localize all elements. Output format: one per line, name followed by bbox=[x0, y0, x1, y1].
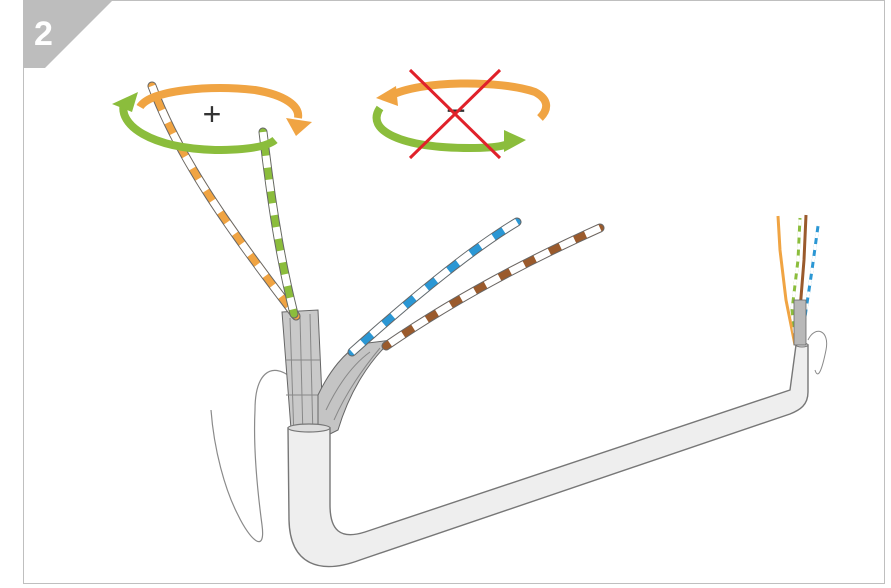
cable-jacket bbox=[287, 344, 809, 568]
step-badge bbox=[23, 0, 113, 68]
far-end-wires bbox=[776, 214, 828, 375]
plus-sign: + bbox=[203, 96, 222, 132]
drain-wire-left bbox=[210, 369, 293, 543]
rotate-same-direction-crossed-icon: − bbox=[372, 68, 551, 160]
orange-wire-pair bbox=[147, 81, 301, 321]
green-wire-pair bbox=[258, 127, 299, 319]
shield-foil bbox=[281, 309, 394, 443]
brown-wire-pair bbox=[381, 223, 605, 351]
step-number: 2 bbox=[34, 15, 53, 53]
rotate-opposite-directions-icon: + bbox=[112, 84, 312, 155]
blue-wire-pair bbox=[347, 217, 522, 357]
